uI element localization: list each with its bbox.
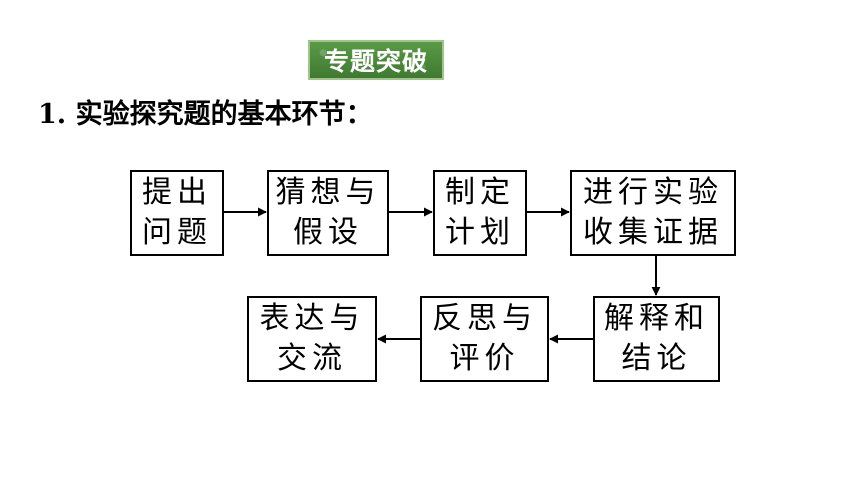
section-badge-label: 专题突破: [323, 47, 428, 76]
step-label-reflection: 反思与 评价: [432, 301, 537, 376]
step-label-experiment: 进行实验 收集证据: [583, 175, 723, 250]
step-label-communicate: 表达与 交流: [259, 301, 365, 376]
question-heading: 1. 实验探究题的基本环节：: [38, 99, 373, 130]
step-label-ask-question: 提出 问题: [142, 175, 212, 250]
step-box-hypothesis: 猜想与 假设: [267, 170, 389, 256]
step-box-conclusion: 解释和 结论: [593, 296, 720, 382]
step-label-hypothesis: 猜想与 假设: [275, 175, 381, 250]
step-box-experiment: 进行实验 收集证据: [570, 170, 736, 256]
step-box-reflection: 反思与 评价: [420, 296, 549, 382]
step-box-plan: 制定 计划: [433, 170, 527, 256]
section-badge: 专题突破: [308, 40, 444, 80]
step-label-conclusion: 解释和 结论: [604, 301, 709, 376]
step-box-ask-question: 提出 问题: [130, 170, 224, 256]
step-label-plan: 制定 计划: [445, 175, 515, 250]
step-box-communicate: 表达与 交流: [247, 296, 377, 382]
